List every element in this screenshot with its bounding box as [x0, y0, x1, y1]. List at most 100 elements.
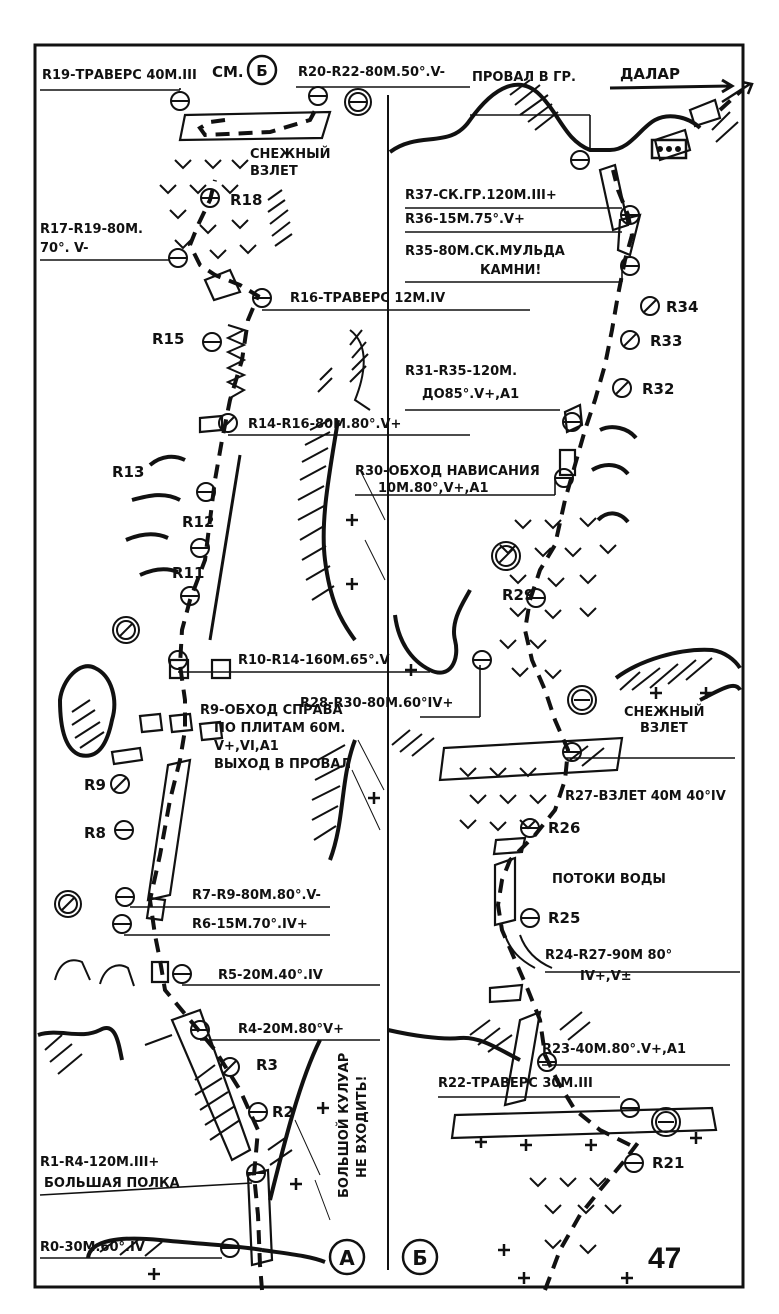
belay-minus-symbol: [537, 1052, 557, 1072]
point-r21: R21: [652, 1154, 684, 1172]
belay-minus-symbol: [168, 650, 188, 670]
piton-symbol: [218, 413, 238, 433]
label-r30: R30-ОБХОД НАВИСАНИЯ: [355, 464, 540, 479]
label-r30b: 10М.80°,V+,A1: [378, 481, 489, 496]
label-r0: R0-30М.60°.IV: [40, 1240, 145, 1255]
belay-minus-symbol: [112, 914, 132, 934]
point-r33: R33: [650, 332, 682, 350]
label-r16: R16-ТРАВЕРС 12М.IV: [290, 291, 445, 306]
terrain: [37, 79, 742, 1264]
label-snow: СНЕЖНЫЙ: [250, 146, 330, 162]
belay-minus-symbol: [220, 1238, 240, 1258]
label-r28: R28-R30-80М.60°IV+: [300, 696, 453, 711]
label-r4: R4-20М.80°V+: [238, 1022, 344, 1037]
right-panel-points: R34 R33 R32 R29 R26 R25 R21 Б 47: [412, 298, 698, 1275]
belay-minus-symbol: [526, 588, 546, 608]
frame: [33, 43, 745, 1289]
label-snow2: ВЗЛЕТ: [250, 164, 298, 179]
label-snow-r2: ВЗЛЕТ: [640, 721, 688, 736]
label-r20: R20-R22-80М.50°.V-: [298, 65, 445, 80]
point-r15: R15: [152, 330, 184, 348]
belay-minus-symbol: [202, 332, 222, 352]
belay-minus-symbol: [570, 150, 590, 170]
piton-symbol: [640, 296, 660, 316]
panel-b-label: Б: [412, 1246, 427, 1270]
belay-minus-symbol: [520, 908, 540, 928]
belay-station-symbols: [54, 86, 681, 1258]
label-r9c: V+,VI,A1: [214, 739, 279, 754]
piton-symbol: [220, 1057, 240, 1077]
belay-minus-symbol: [252, 288, 272, 308]
piton-symbol: [612, 378, 632, 398]
point-r34: R34: [666, 298, 698, 316]
label-leader-lines: [39, 86, 740, 1259]
label-r35b: КАМНИ!: [480, 263, 541, 278]
header-labels: R19-ТРАВЕРС 40М.III СМ. Б R20-R22-80М.50…: [42, 62, 680, 85]
belay-minus-symbol: [554, 468, 574, 488]
point-r25: R25: [548, 909, 580, 927]
point-r11: R11: [172, 564, 204, 582]
belay-minus-symbol: [620, 205, 640, 225]
label-r5: R5-20М.40°.IV: [218, 968, 323, 983]
belay-minus-symbol: [115, 887, 135, 907]
belay-minus-symbol: [562, 412, 582, 432]
label-see: СМ.: [212, 63, 244, 81]
point-r26: R26: [548, 819, 580, 837]
label-r9d: ВЫХОД В ПРОВАЛ: [214, 757, 351, 772]
point-r18: R18: [230, 191, 262, 209]
label-r9a: R9-ОБХОД СПРАВА: [200, 703, 343, 718]
belay-minus-symbol: [651, 1107, 681, 1137]
label-r22: R22-ТРАВЕРС 30М.III: [438, 1076, 593, 1091]
point-r29: R29: [502, 586, 534, 604]
belay-minus-symbol: [196, 482, 216, 502]
label-r6: R6-15М.70°.IV+: [192, 917, 308, 932]
point-r12: R12: [182, 513, 214, 531]
left-panel-points: R18 R15 R13 R12 R11 R9 R8 R3 R2 А: [84, 191, 355, 1270]
belay-minus-symbol: [567, 685, 597, 715]
belay-minus-symbol: [190, 1020, 210, 1040]
belay-minus-symbol: [620, 256, 640, 276]
label-r35: R35-80М.СК.МУЛЬДА: [405, 244, 565, 259]
label-r1: R1-R4-120М.III+: [40, 1155, 159, 1170]
label-r37: R37-СК.ГР.120М.III+: [405, 188, 557, 203]
label-couloir: БОЛЬШОЙ КУЛУАР: [336, 1053, 352, 1198]
label-proval: ПРОВАЛ В ГР.: [472, 70, 576, 85]
belay-minus-symbol: [248, 1102, 268, 1122]
label-r10: R10-R14-160М.65°.V: [238, 653, 390, 668]
label-r31b: ДО85°.V+,A1: [422, 387, 519, 402]
belay-minus-symbol: [180, 586, 200, 606]
label-r24b: IV+,V±: [580, 969, 632, 984]
label-r23: R23-40М.80°.V+,A1: [542, 1042, 686, 1057]
belay-minus-symbol: [200, 188, 220, 208]
belay-minus-symbol: [246, 1163, 266, 1183]
belay-minus-symbol: [520, 818, 540, 838]
point-r13: R13: [112, 463, 144, 481]
point-r32: R32: [642, 380, 674, 398]
panel-a-label: А: [339, 1246, 355, 1270]
belay-minus-symbol: [308, 86, 328, 106]
belay-minus-symbol: [170, 91, 190, 111]
belay-minus-symbol: [620, 1098, 640, 1118]
point-r8: R8: [84, 824, 106, 842]
label-r24: R24-R27-90М 80°: [545, 948, 672, 963]
piton-symbol: [110, 774, 130, 794]
belay-minus-symbol: [168, 248, 188, 268]
belay-minus-symbol: [172, 964, 192, 984]
page-number: 47: [648, 1242, 681, 1275]
piton-symbol: [491, 541, 521, 571]
label-r17: R17-R19-80М.: [40, 222, 143, 237]
point-r9: R9: [84, 776, 106, 794]
label-r14: R14-R16-80М.80°.V+: [248, 417, 401, 432]
label-r1b: БОЛЬШАЯ ПОЛКА: [44, 1176, 180, 1191]
route-line: [147, 88, 744, 1291]
label-couloir-b: НЕ ВХОДИТЬ!: [355, 1076, 370, 1178]
label-see-ref: Б: [256, 62, 267, 80]
belay-minus-symbol: [624, 1153, 644, 1173]
belay-minus-symbol: [344, 88, 372, 116]
label-r7: R7-R9-80М.80°.V-: [192, 888, 321, 903]
belay-minus-symbol: [114, 820, 134, 840]
panel-markers: [246, 54, 439, 1276]
belay-minus-symbol: [562, 742, 582, 762]
point-r2: R2: [272, 1103, 294, 1121]
